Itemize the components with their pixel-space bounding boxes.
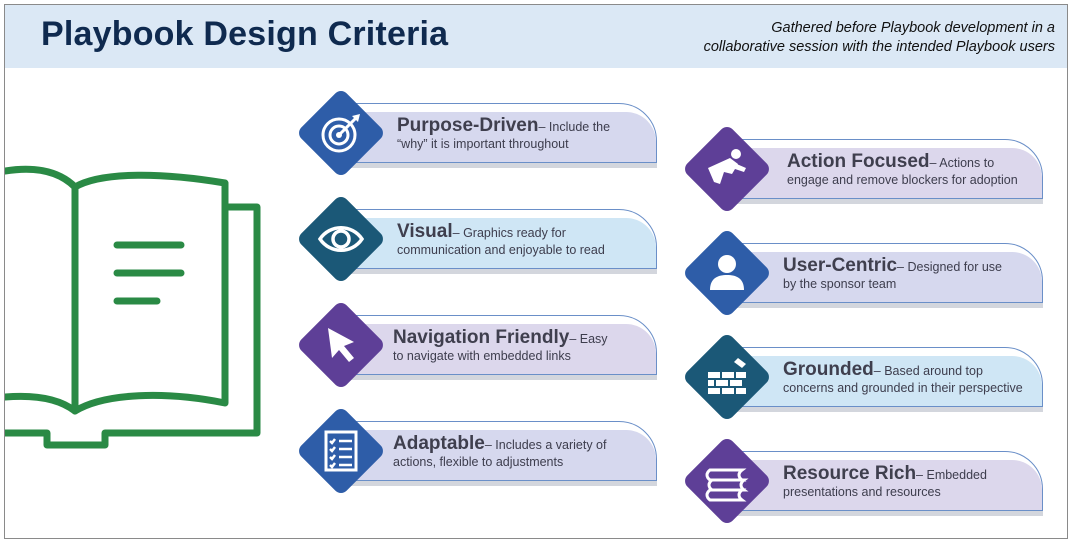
subtitle-line-2: collaborative session with the intended …: [703, 39, 1055, 55]
card-title: Grounded: [783, 359, 874, 380]
adaptable-diamond: [295, 405, 387, 497]
card-desc-first: Based around top: [884, 364, 983, 378]
card-title: Purpose-Driven: [397, 115, 539, 136]
card-desc-rest: to navigate with embedded links: [393, 349, 571, 363]
visual-diamond: [295, 193, 387, 285]
open-book-icon: [5, 165, 261, 449]
card-desc-first: Includes a variety of: [495, 438, 607, 452]
card-title: Adaptable: [393, 433, 485, 454]
books-icon: [705, 468, 749, 502]
card-title: Action Focused: [787, 151, 930, 172]
subtitle: Gathered before Playbook development in …: [655, 19, 1055, 57]
brick-wall-icon: [708, 358, 746, 394]
card-desc-rest: presentations and resources: [783, 485, 941, 499]
card-title: Visual: [397, 221, 453, 242]
card-desc-first: Actions to: [939, 156, 995, 170]
card-desc-first: Easy: [579, 332, 608, 346]
card-desc-rest: “why” it is important throughout: [397, 137, 569, 151]
subtitle-line-1: Gathered before Playbook development in …: [771, 20, 1055, 36]
navigation-diamond: [295, 299, 387, 391]
card-desc-rest: engage and remove blockers for adoption: [787, 173, 1018, 187]
card-desc-rest: by the sponsor team: [783, 277, 897, 291]
card-title: User-Centric: [783, 255, 898, 276]
superhero-icon: [708, 149, 746, 184]
action-diamond: [681, 123, 773, 215]
cursor-icon: [328, 328, 354, 362]
checklist-icon: [324, 430, 358, 472]
card-desc-rest: concerns and grounded in their perspecti…: [783, 381, 1023, 395]
slide: Playbook Design Criteria Gathered before…: [4, 4, 1068, 539]
header-band: Playbook Design Criteria Gathered before…: [5, 5, 1067, 68]
page-title: Playbook Design Criteria: [41, 15, 449, 53]
user-icon: [710, 255, 744, 290]
eye-icon: [317, 226, 365, 252]
card-title: Navigation Friendly: [393, 327, 570, 348]
user-diamond: [681, 227, 773, 319]
purpose-diamond: [295, 87, 387, 179]
card-desc-first: Graphics ready for: [463, 226, 566, 240]
card-title: Resource Rich: [783, 463, 917, 484]
target-icon: [321, 114, 360, 153]
resource-diamond: [681, 435, 773, 527]
card-desc-first: Designed for use: [907, 260, 1002, 274]
grounded-diamond: [681, 331, 773, 423]
card-desc-rest: actions, flexible to adjustments: [393, 455, 564, 469]
card-desc-first: Include the: [548, 120, 611, 134]
card-desc-first: Embedded: [926, 468, 987, 482]
card-desc-rest: communication and enjoyable to read: [397, 243, 605, 257]
